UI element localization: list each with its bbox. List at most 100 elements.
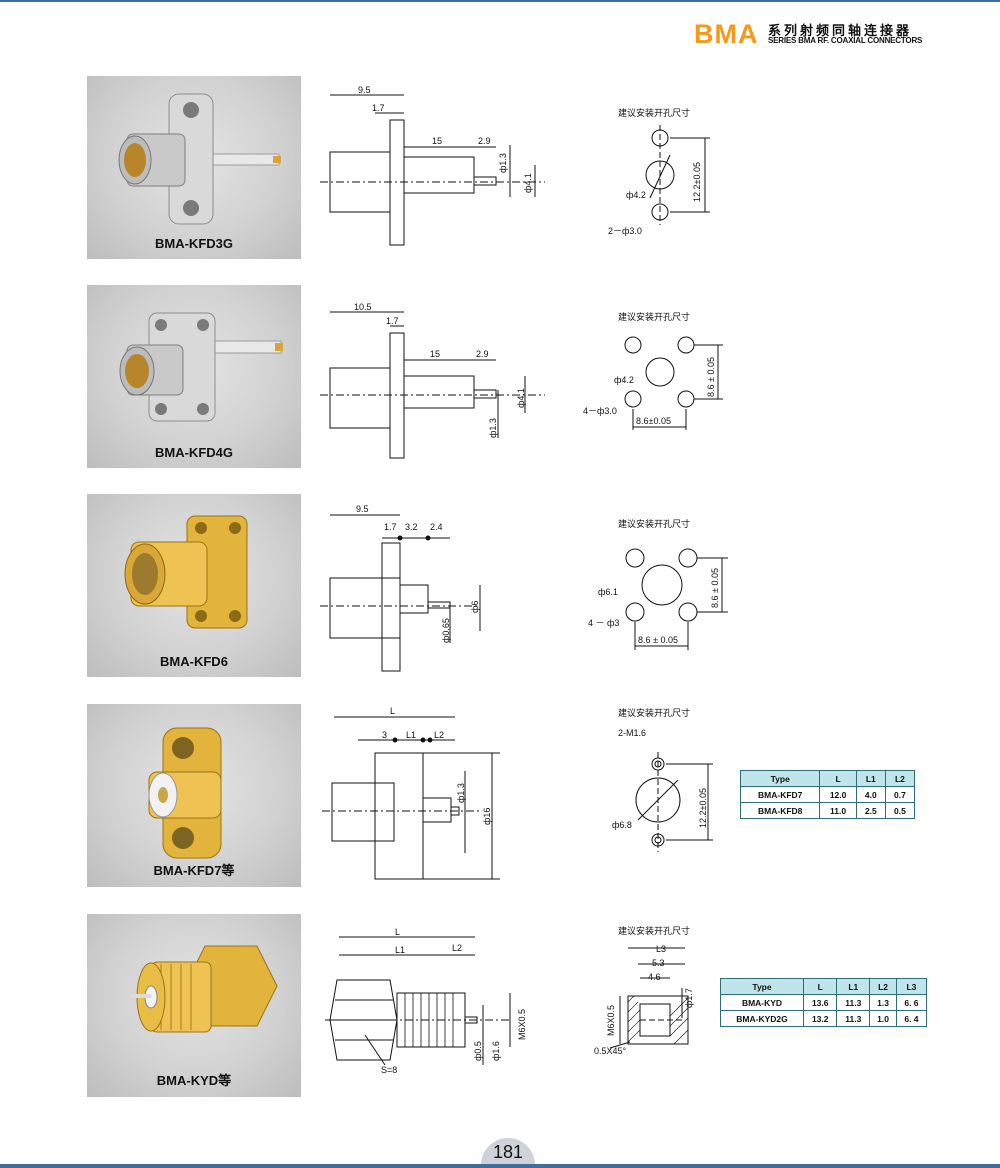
hole-title: 建议安装开孔尺寸: [618, 926, 691, 936]
dim-label: ф0.65: [441, 618, 451, 643]
hole-drawing: ф4.2 4－ф3.0 8.6±0.05 8.6 ± 0.05: [583, 336, 723, 430]
hole-label: 12.2±0.05: [692, 162, 702, 202]
table-header: L2: [869, 978, 897, 995]
dimension-drawing: 9.5 1.7 15 2.9 ф1.3 ф4.1: [320, 85, 545, 246]
dim-label: L1: [406, 730, 416, 740]
table-cell: BMA-KFD7: [739, 786, 821, 803]
dim-label: ф1.6: [491, 1041, 501, 1061]
table-cell: BMA-KFD8: [739, 802, 821, 819]
dim-label: 1.7: [372, 103, 385, 113]
table-cell: 0.7: [884, 786, 916, 803]
table-cell: 4.0: [855, 786, 886, 803]
hole-label: ф1.7: [684, 988, 694, 1008]
table-cell: 0.5: [884, 802, 916, 819]
table-header: L2: [884, 770, 916, 787]
spec-table: Type L L1 L2 L3 BMA-KYD 13.6 11.3 1.3 6.…: [719, 978, 928, 1027]
hole-label: 2－ф3.0: [608, 226, 642, 236]
product-photo: BMA-KFD6: [87, 494, 301, 677]
hole-title: 建议安装开孔尺寸: [618, 108, 691, 118]
bottom-border: [0, 1164, 1000, 1168]
dim-label: ф4.1: [523, 173, 533, 193]
dimension-drawing: 9.5 1.7 3.2 2.4 ф6 ф0.65: [320, 504, 481, 672]
hole-label: 5.3: [652, 958, 665, 968]
spec-table: Type L L1 L2 BMA-KFD7 12.0 4.0 0.7 BMA-K…: [739, 770, 916, 819]
dim-label: ф16: [482, 808, 492, 825]
hole-label: 4 － ф3: [588, 618, 619, 628]
hole-title: 建议安装开孔尺寸: [618, 708, 691, 718]
table-header: L1: [855, 770, 886, 787]
hole-drawing: 2-M1.6 ф6.8 12.2±0.05: [612, 728, 713, 852]
table-cell: 11.3: [836, 994, 871, 1011]
dimension-drawing: 10.5 1.7 15 2.9 ф4.1 ф1.3: [320, 302, 545, 459]
dim-label: ф1.3: [488, 418, 498, 438]
dim-label: 3.2: [405, 522, 418, 532]
product-name: BMA-KFD4G: [155, 445, 233, 460]
dim-label: 9.5: [356, 504, 369, 514]
dim-label: 2.4: [430, 522, 443, 532]
table-row: BMA-KFD8 11.0 2.5 0.5: [739, 802, 916, 819]
dim-label: 2.9: [478, 136, 491, 146]
hole-drawing: ф4.2 2－ф3.0 12.2±0.05: [608, 125, 710, 236]
hole-label: 12.2±0.05: [698, 788, 708, 828]
dim-label: S=8: [381, 1065, 397, 1075]
dim-label: ф0.5: [473, 1041, 483, 1061]
hole-label: 4.6: [648, 972, 661, 982]
dim-label: 1.7: [386, 316, 399, 326]
page-number-tab: 181: [481, 1138, 535, 1168]
hole-label: L3: [656, 944, 666, 954]
top-border: [0, 0, 1000, 2]
table-cell: 11.0: [819, 802, 857, 819]
table-cell: BMA-KYD2G: [719, 1010, 805, 1027]
table-cell: 2.5: [855, 802, 886, 819]
dim-label: 1.7: [384, 522, 397, 532]
product-name: BMA-KFD6: [160, 654, 228, 669]
hole-label: M6X0.5: [606, 1005, 616, 1036]
dim-label: 15: [432, 136, 442, 146]
dim-label: L2: [452, 943, 462, 953]
connector-illustration: [148, 727, 222, 859]
connector-illustration: [124, 515, 248, 629]
hole-title: 建议安装开孔尺寸: [618, 312, 691, 322]
brand-logo: BMA: [694, 19, 759, 49]
hole-label: 4－ф3.0: [583, 406, 617, 416]
table-header-row: Type L L1 L2 L3: [719, 978, 928, 995]
hole-label: ф4.2: [614, 375, 634, 385]
dim-label: ф1.3: [498, 153, 508, 173]
connector-illustration: [119, 312, 283, 422]
dim-label: L: [395, 927, 400, 937]
product-name: BMA-KYD等: [156, 1073, 232, 1088]
hole-label: 8.6 ± 0.05: [706, 357, 716, 397]
product-photo: BMA-KFD3G: [87, 76, 301, 259]
hole-label: ф6.8: [612, 820, 632, 830]
product-photo: BMA-KFD7等: [87, 704, 301, 887]
dim-label: ф6: [470, 601, 480, 613]
hole-label: 8.6 ± 0.05: [710, 568, 720, 608]
dim-label: 3: [382, 730, 387, 740]
dimension-drawing: L L1 L2 M6X0.5 ф0.5 ф1.6 S=8: [325, 927, 527, 1075]
hole-label: 8.6 ± 0.05: [638, 635, 678, 645]
hole-title: 建议安装开孔尺寸: [618, 519, 691, 529]
table-header: L1: [836, 978, 871, 995]
header-title-en: SERIES BMA RF. COAXIAL CONNECTORS: [768, 36, 923, 45]
hole-drawing: L3 5.3 4.6 M6X0.5 ф1.7 0.5X45°: [594, 944, 694, 1056]
table-header-row: Type L L1 L2: [739, 770, 916, 787]
table-cell: 6. 4: [895, 1010, 928, 1027]
dim-label: L: [390, 706, 395, 716]
page-header: BMA 系列射频同轴连接器 SERIES BMA RF. COAXIAL CON…: [694, 20, 924, 48]
table-header: L: [803, 978, 838, 995]
table-cell: 13.6: [803, 994, 838, 1011]
dim-label: M6X0.5: [517, 1009, 527, 1040]
page-number: 181: [492, 1142, 524, 1162]
table-header: L3: [895, 978, 928, 995]
table-cell: 1.0: [869, 1010, 897, 1027]
product-photo: BMA-KFD4G: [87, 285, 301, 468]
hole-label: ф6.1: [598, 587, 618, 597]
hole-drawing: ф6.1 4 － ф3 8.6 ± 0.05 8.6 ± 0.05: [588, 548, 728, 650]
table-cell: BMA-KYD: [719, 994, 805, 1011]
table-header: Type: [719, 978, 805, 995]
hole-label: 8.6±0.05: [636, 416, 671, 426]
product-name: BMA-KFD3G: [155, 236, 233, 251]
table-header: Type: [739, 770, 821, 787]
table-cell: 1.3: [869, 994, 897, 1011]
hole-label: ф4.2: [626, 190, 646, 200]
